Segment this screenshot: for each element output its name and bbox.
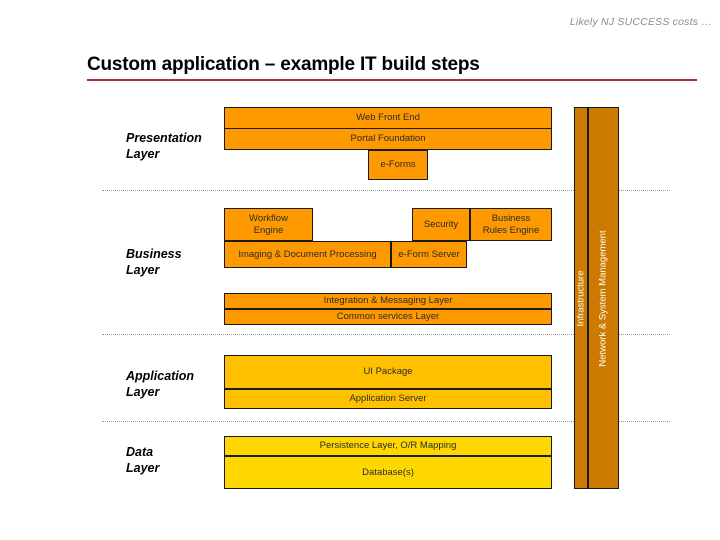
box-databases[interactable]: Database(s)	[224, 456, 552, 489]
separator-business-application	[102, 334, 670, 335]
box-ui-package[interactable]: UI Package	[224, 355, 552, 389]
vbar-infrastructure-label: Infrastructure	[575, 270, 587, 326]
separator-application-data	[102, 421, 670, 422]
layer-label-business: Business Layer	[126, 247, 182, 277]
layer-label-data: Data Layer	[126, 445, 160, 475]
box-security[interactable]: Security	[412, 208, 470, 241]
box-e-forms[interactable]: e-Forms	[368, 150, 428, 180]
separator-presentation-business	[102, 190, 670, 191]
box-persistence-layer[interactable]: Persistence Layer, O/R Mapping	[224, 436, 552, 456]
page-title: Custom application – example IT build st…	[87, 54, 480, 75]
box-integration-messaging-layer[interactable]: Integration & Messaging Layer	[224, 293, 552, 309]
box-imaging-document-processing[interactable]: Imaging & Document Processing	[224, 241, 391, 268]
vbar-network-system-management-label: Network & System Management	[598, 229, 610, 367]
vbar-network-system-management[interactable]: Network & System Management	[588, 107, 619, 489]
box-e-form-server[interactable]: e-Form Server	[391, 241, 467, 268]
box-workflow-engine[interactable]: Workflow Engine	[224, 208, 313, 241]
box-application-server[interactable]: Application Server	[224, 389, 552, 409]
title-underline-rule	[87, 79, 697, 81]
title-block: Custom application – example IT build st…	[87, 54, 697, 81]
header-note: Likely NJ SUCCESS costs …	[569, 16, 712, 28]
box-web-front-end[interactable]: Web Front End	[224, 107, 552, 129]
box-business-rules-engine[interactable]: Business Rules Engine	[470, 208, 552, 241]
layer-label-presentation: Presentation Layer	[126, 131, 202, 161]
vbar-infrastructure[interactable]: Infrastructure	[574, 107, 588, 489]
box-portal-foundation[interactable]: Portal Foundation	[224, 128, 552, 150]
layer-label-application: Application Layer	[126, 369, 195, 399]
box-common-services-layer[interactable]: Common services Layer	[224, 309, 552, 325]
